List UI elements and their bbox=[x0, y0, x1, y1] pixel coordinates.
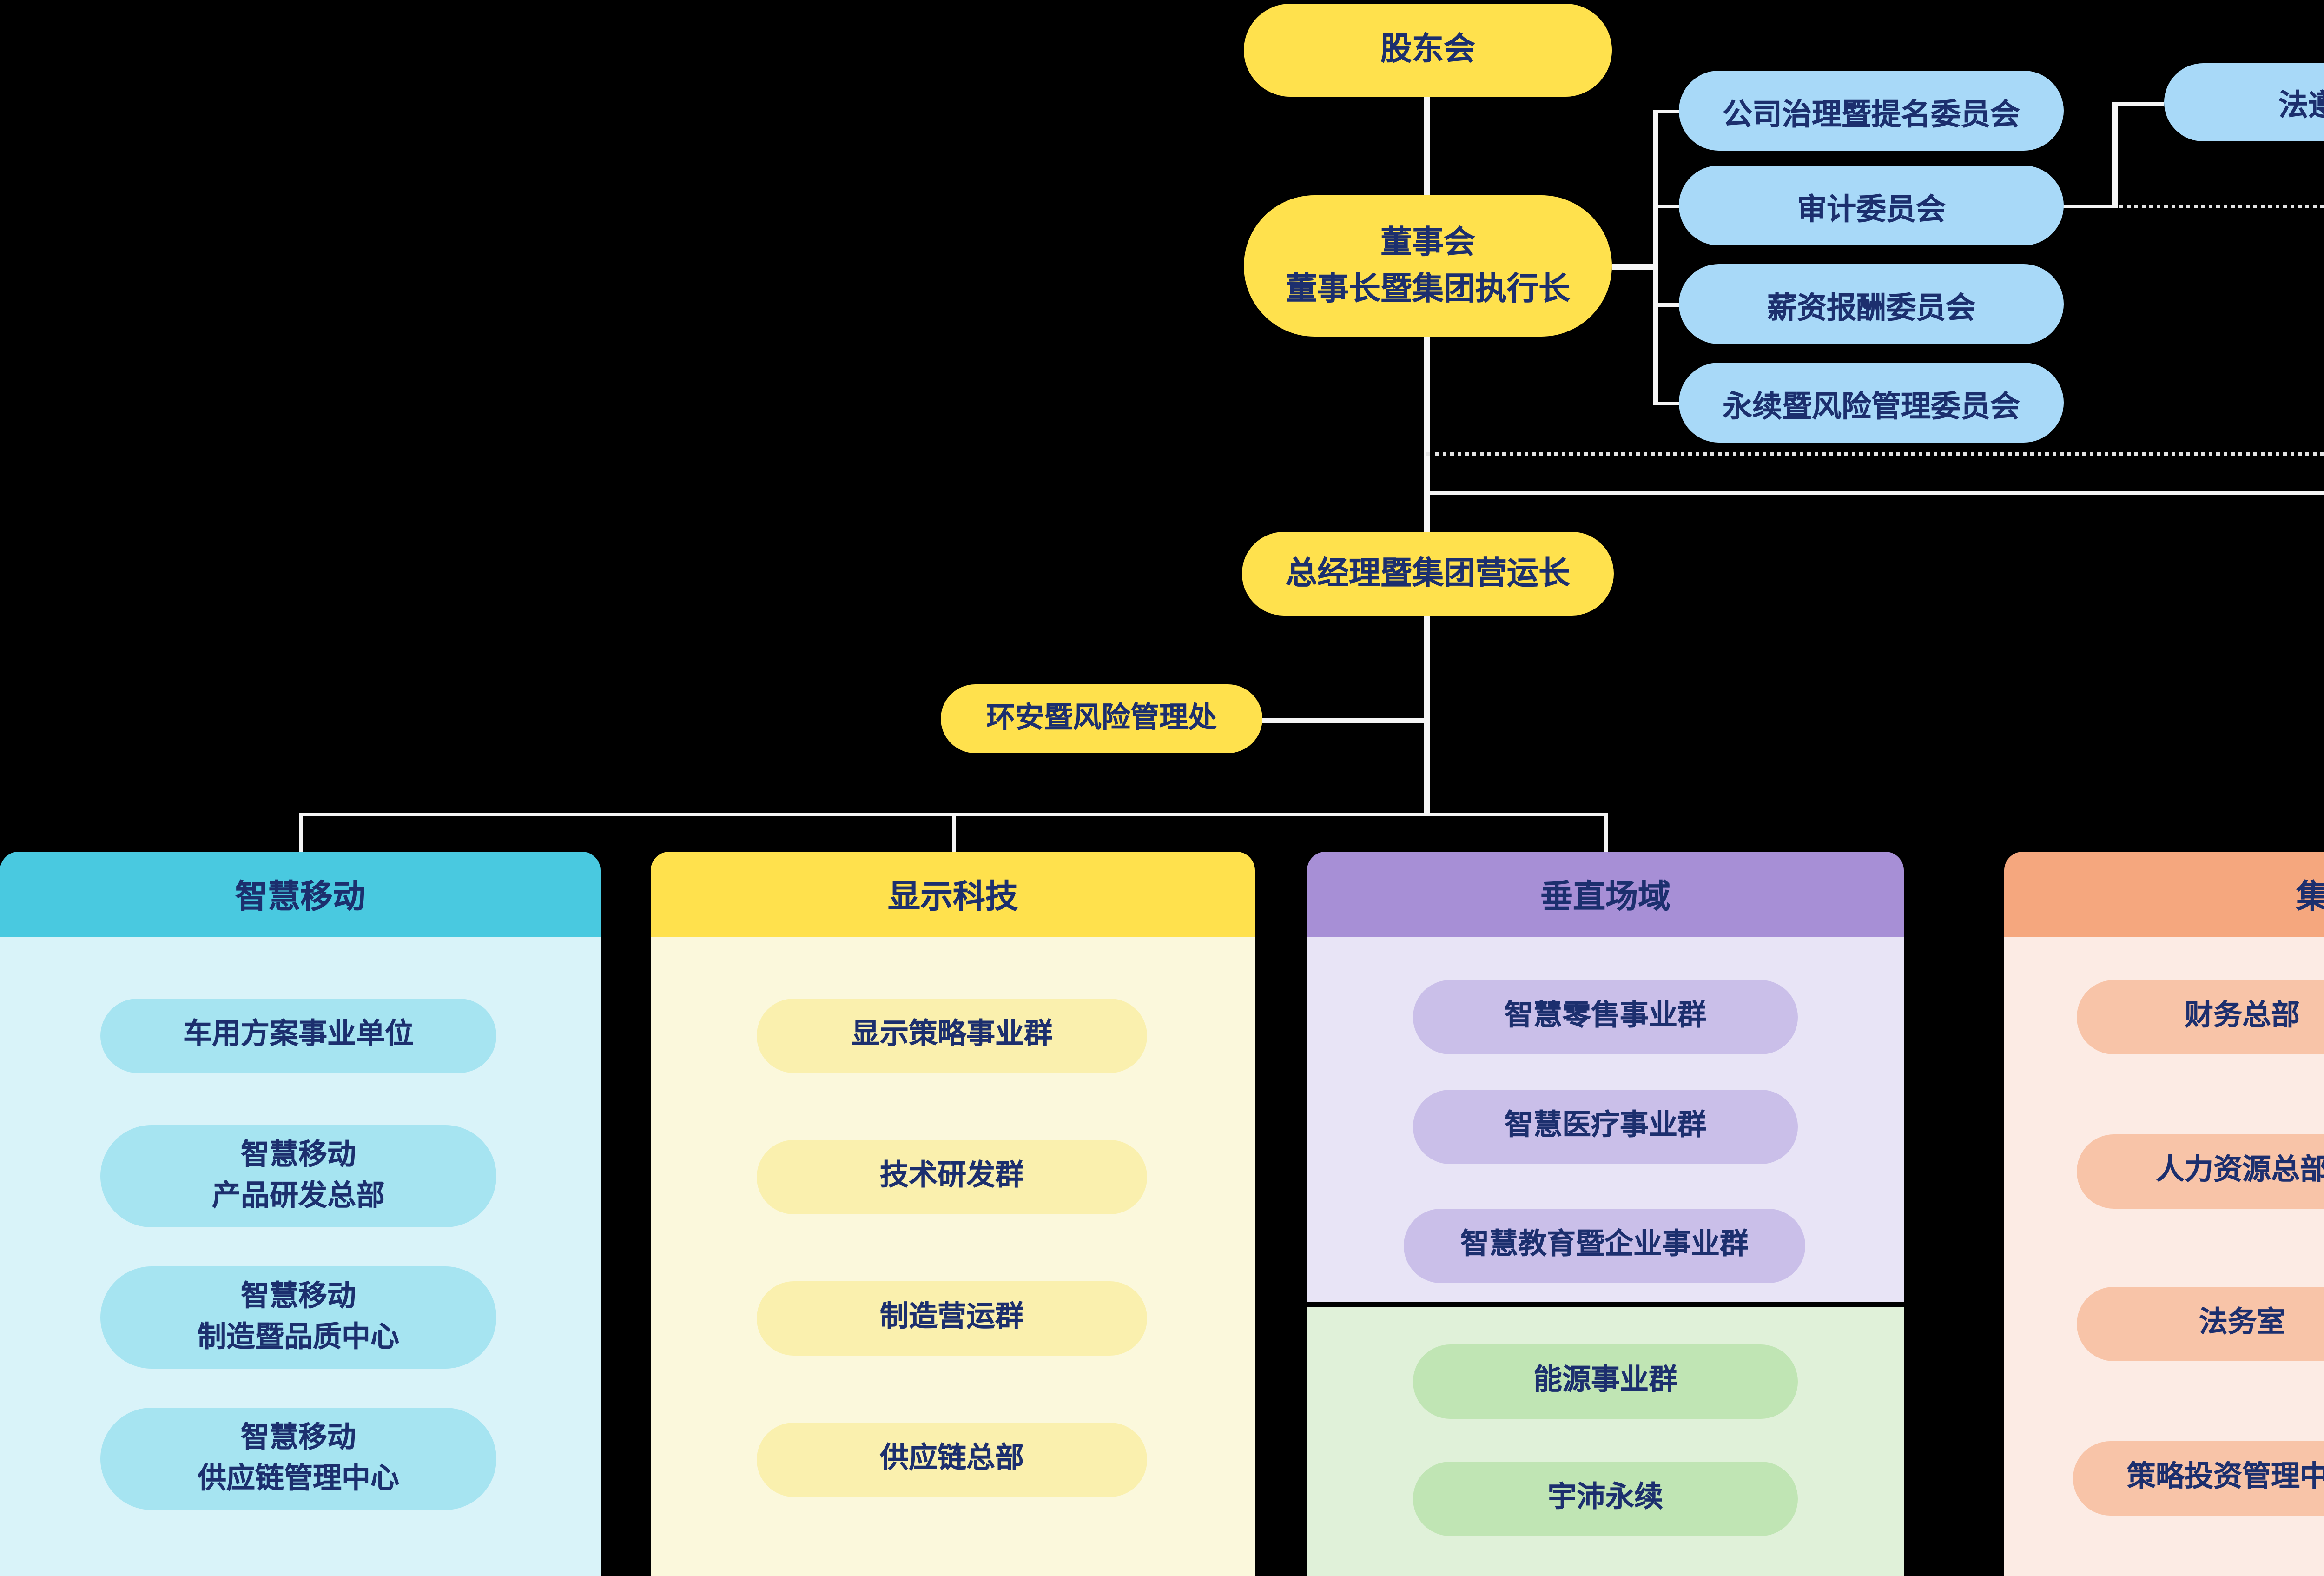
connector-board-bracket bbox=[1612, 264, 1655, 269]
org-unit-smart-education-enterprise: 智慧教育暨企业事业群 bbox=[1404, 1209, 1805, 1283]
connector-stub-committee-1 bbox=[1653, 109, 1679, 113]
connector-audit-compliance-h2 bbox=[2112, 101, 2164, 106]
org-unit-mobility-product-rd: 智慧移动 产品研发总部 bbox=[100, 1125, 496, 1227]
connector-board-coo bbox=[1424, 335, 1429, 532]
org-unit-mobility-supply-chain: 智慧移动 供应链管理中心 bbox=[100, 1408, 496, 1510]
node-shareholders: 股东会 bbox=[1244, 4, 1612, 97]
org-unit-supply-chain-hq: 供应链总部 bbox=[757, 1423, 1147, 1497]
division-vertical-domains-body: 智慧零售事业群 智慧医疗事业群 智慧教育暨企业事业群 bbox=[1307, 937, 1904, 1302]
connector-stub-committee-2 bbox=[1653, 204, 1679, 208]
committee-sustainability-risk: 永续暨风险管理委员会 bbox=[1679, 363, 2064, 443]
division-energy-sustainability-block: 能源事业群 宇沛永续 bbox=[1307, 1306, 1904, 1576]
division-display-technology: 显示科技 显示策略事业群 技术研发群 制造营运群 供应链总部 bbox=[651, 852, 1255, 1576]
org-unit-automotive-solutions: 车用方案事业单位 bbox=[100, 999, 496, 1073]
division-display-technology-header: 显示科技 bbox=[651, 852, 1255, 937]
org-unit-manufacturing-operations: 制造营运群 bbox=[757, 1281, 1147, 1356]
org-unit-energy: 能源事业群 bbox=[1413, 1344, 1798, 1419]
division-vertical-domains: 垂直场域 智慧零售事业群 智慧医疗事业群 智慧教育暨企业事业群 bbox=[1307, 852, 1904, 1302]
node-ehs-risk-office: 环安暨风险管理处 bbox=[941, 684, 1262, 753]
org-unit-yupei-sustainability: 宇沛永续 bbox=[1413, 1462, 1798, 1536]
division-smart-mobility-header: 智慧移动 bbox=[0, 852, 601, 937]
org-unit-human-resources-hq: 人力资源总部 bbox=[2077, 1134, 2324, 1209]
division-group-operations-support-header: 集团营运支援单位 bbox=[2004, 852, 2324, 937]
division-group-operations-support: 集团营运支援单位 财务总部 数位技术发展总部 人力资源总部 永续发展总部 法务室… bbox=[2004, 852, 2324, 1576]
committee-audit: 审计委员会 bbox=[1679, 166, 2064, 245]
connector-stub-committee-4 bbox=[1653, 401, 1679, 405]
connector-audit-compliance-h1 bbox=[2060, 204, 2116, 208]
org-unit-strategic-investment-center: 策略投资管理中心 bbox=[2073, 1441, 2324, 1516]
division-smart-mobility-body: 车用方案事业单位 智慧移动 产品研发总部 智慧移动 制造暨品质中心 智慧移动 供… bbox=[0, 937, 601, 1576]
org-unit-technology-rd: 技术研发群 bbox=[757, 1140, 1147, 1214]
connector-stub-committee-3 bbox=[1653, 302, 1679, 307]
division-vertical-domains-header: 垂直场域 bbox=[1307, 852, 1904, 937]
org-unit-finance-hq: 财务总部 bbox=[2077, 980, 2324, 1054]
connector-shareholders-board bbox=[1424, 97, 1429, 197]
node-chief-compliance-counsel: 法遵总顾问 bbox=[2164, 63, 2324, 141]
node-president-coo: 总经理暨集团营运长 bbox=[1242, 532, 1614, 616]
org-unit-mobility-mfg-quality: 智慧移动 制造暨品质中心 bbox=[100, 1266, 496, 1369]
connector-board-support-h bbox=[1424, 490, 2324, 495]
connector-audit-compliance-v bbox=[2112, 101, 2117, 207]
committee-governance-nomination: 公司治理暨提名委员会 bbox=[1679, 71, 2064, 151]
connector-stub-division-3 bbox=[1604, 812, 1608, 853]
org-unit-legal-office: 法务室 bbox=[2077, 1287, 2324, 1361]
org-unit-display-strategy: 显示策略事业群 bbox=[757, 999, 1147, 1073]
dotted-compliance-to-mainline bbox=[1426, 451, 2324, 455]
division-smart-mobility: 智慧移动 车用方案事业单位 智慧移动 产品研发总部 智慧移动 制造暨品质中心 智… bbox=[0, 852, 601, 1576]
connector-stub-division-2 bbox=[951, 812, 956, 853]
connector-committee-bracket bbox=[1653, 110, 1657, 405]
committee-compensation: 薪资报酬委员会 bbox=[1679, 264, 2064, 344]
division-group-operations-support-body: 财务总部 数位技术发展总部 人力资源总部 永续发展总部 法务室 投资人关系室 策… bbox=[2004, 937, 2324, 1576]
division-display-technology-body: 显示策略事业群 技术研发群 制造营运群 供应链总部 bbox=[651, 937, 1255, 1576]
org-unit-smart-healthcare: 智慧医疗事业群 bbox=[1413, 1090, 1798, 1164]
org-unit-smart-retail: 智慧零售事业群 bbox=[1413, 980, 1798, 1054]
connector-stub-division-1 bbox=[298, 812, 303, 853]
connector-ehs bbox=[1262, 718, 1426, 722]
connector-coo-branch-v bbox=[1424, 614, 1429, 816]
dotted-audit-right bbox=[2119, 204, 2324, 207]
node-board-chairman-ceo: 董事会 董事长暨集团执行长 bbox=[1244, 195, 1612, 337]
